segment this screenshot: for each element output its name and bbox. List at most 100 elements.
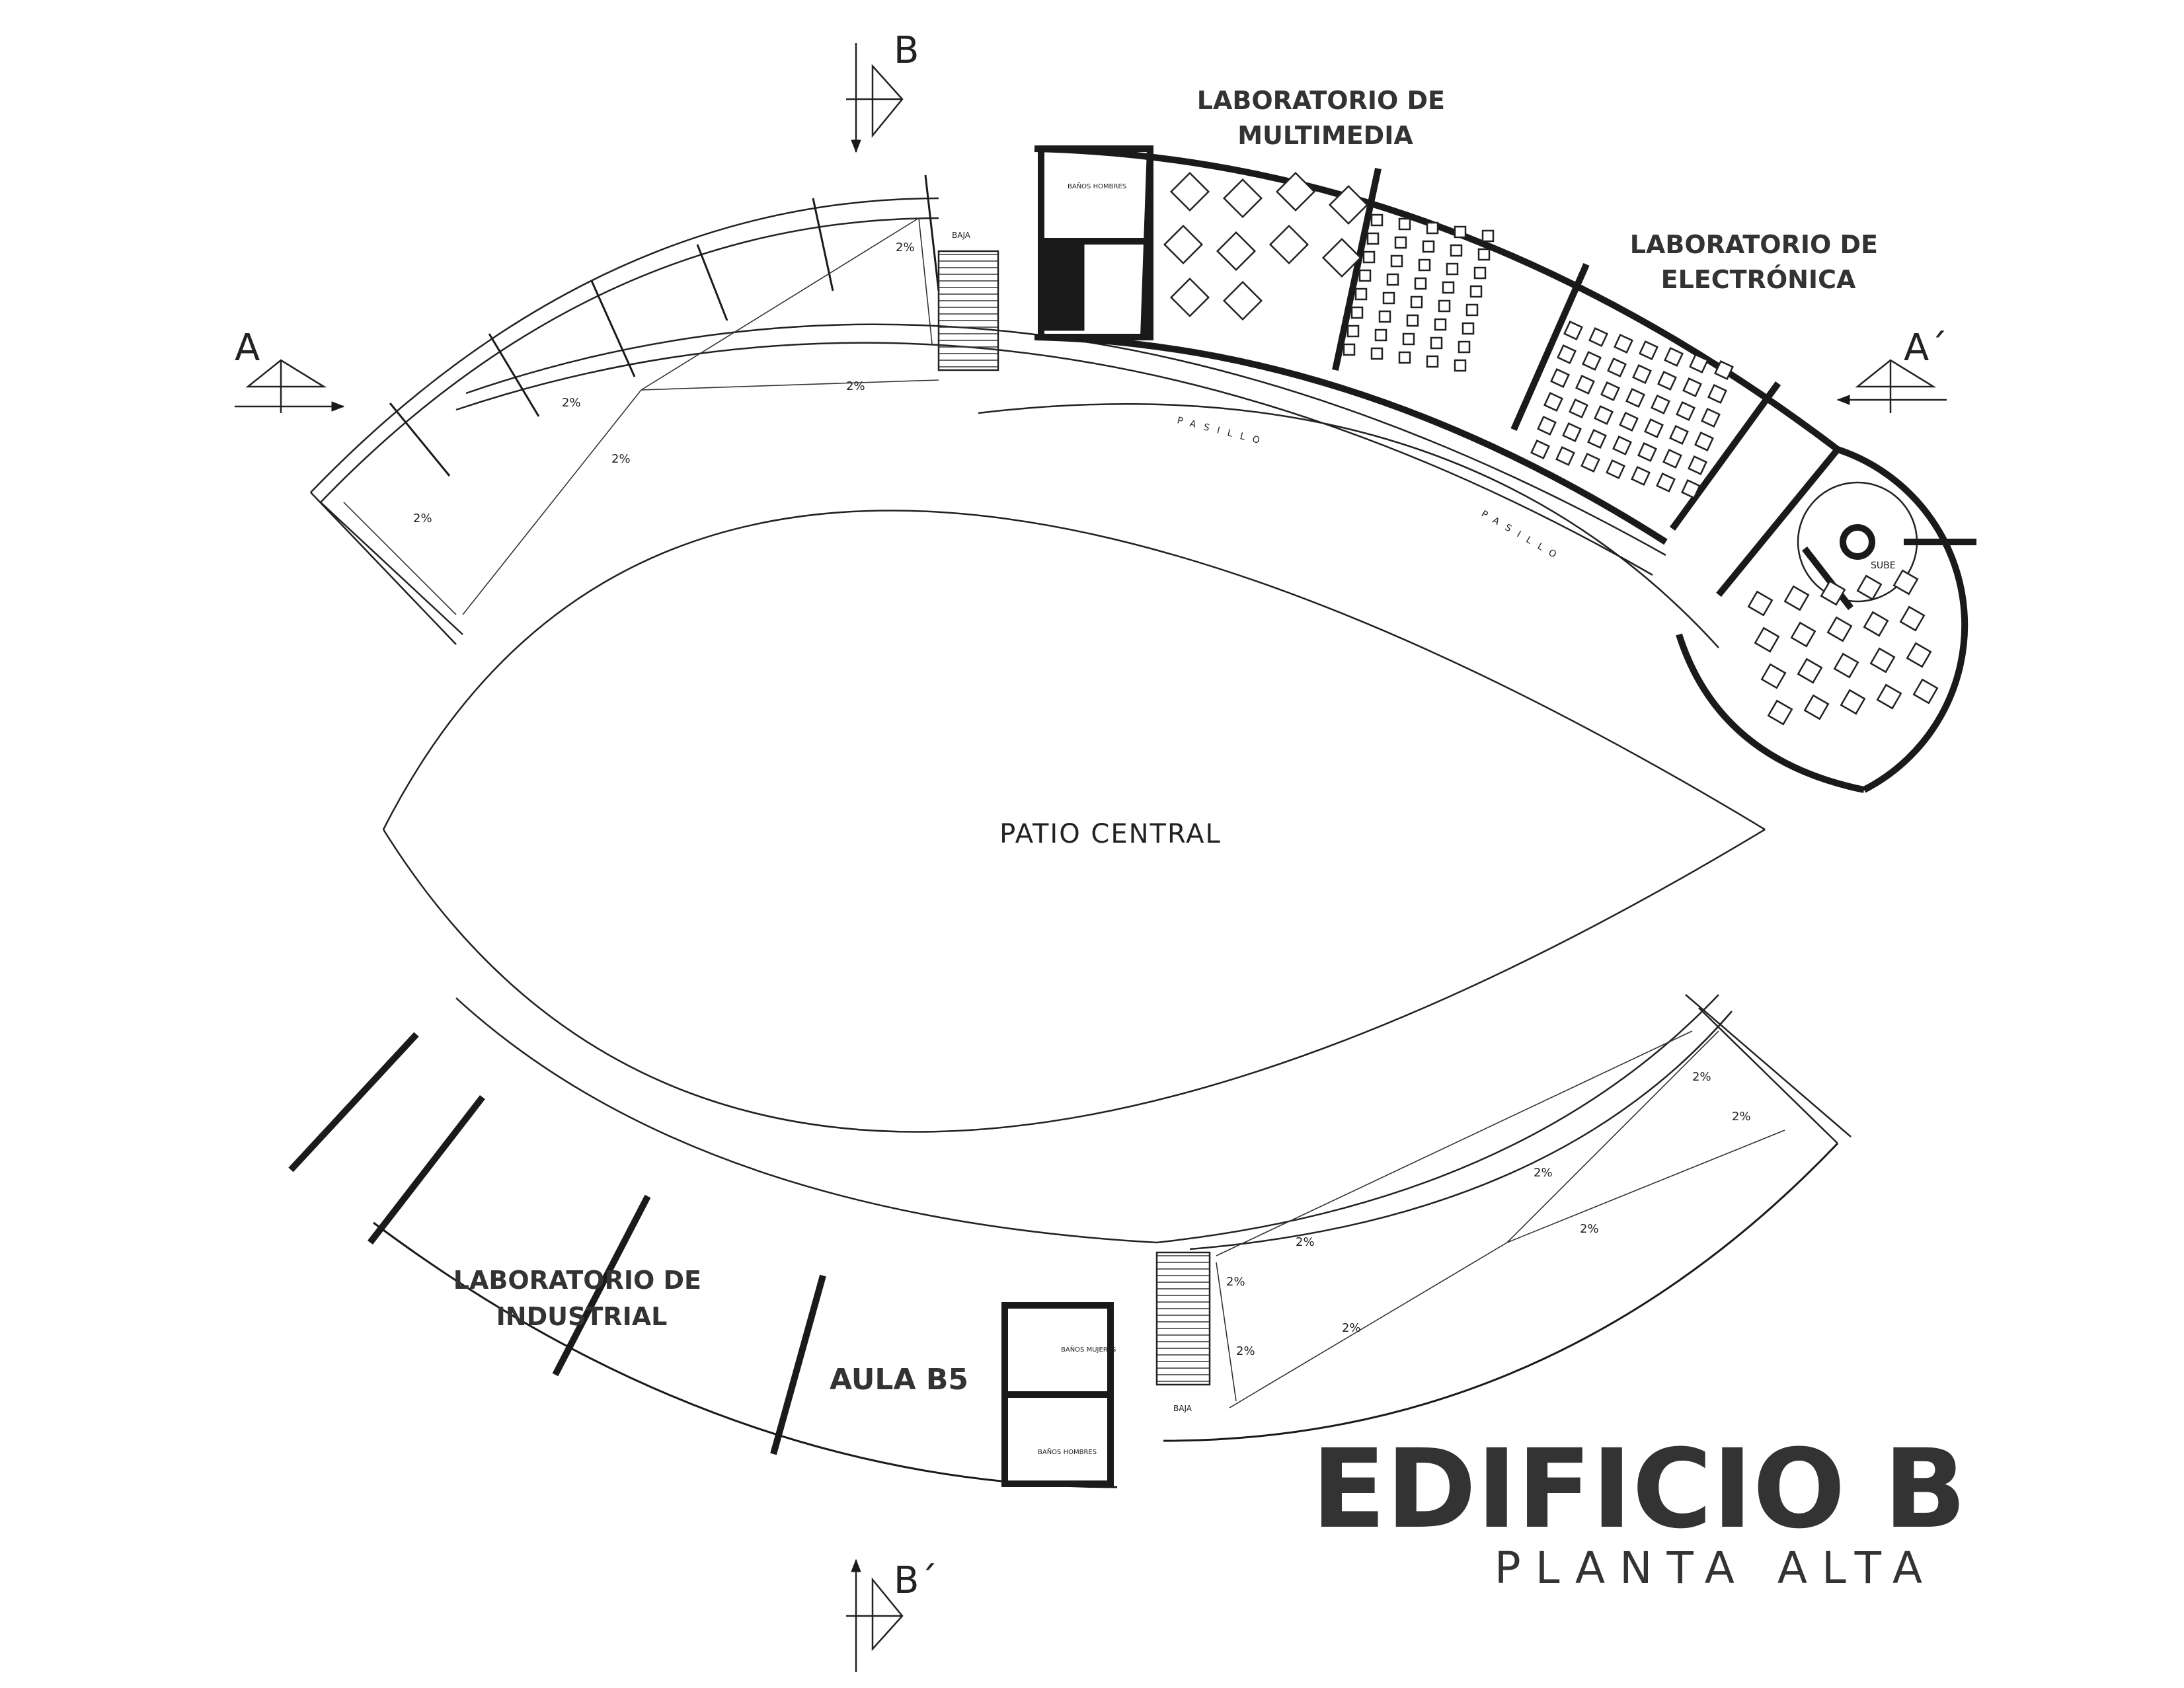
desk [1714, 360, 1734, 380]
desk [1662, 449, 1682, 469]
slope-lines-south [1216, 1030, 1785, 1408]
desk [1569, 399, 1588, 418]
slope-label: 2% [413, 512, 432, 525]
slope-label: 2% [1580, 1222, 1599, 1236]
round-table [1268, 224, 1309, 265]
round-classroom-desks [1747, 569, 1939, 726]
stairs-label: BAJA [1173, 1404, 1192, 1413]
room-label-multimedia: LABORATORIO DE MULTIMEDIA [1197, 86, 1454, 150]
desk [1760, 663, 1787, 689]
stairs-south: BAJA [1155, 1251, 1211, 1413]
desk [1354, 288, 1368, 301]
section-marker-a-prime: A´ [1836, 326, 1947, 413]
desk [1833, 652, 1859, 679]
stairs-label: BAJA [952, 231, 971, 240]
desk [1422, 240, 1435, 253]
desk [1631, 466, 1651, 486]
desk [1783, 585, 1810, 611]
desk [1370, 213, 1384, 227]
desk [1450, 244, 1463, 257]
desk [1370, 347, 1384, 360]
section-letter: B´ [894, 1559, 937, 1602]
desk [1906, 642, 1932, 668]
desk [1350, 306, 1364, 319]
desk [1826, 616, 1853, 642]
pasillo-label: PASILLO [1479, 509, 1565, 564]
patio-label: PATIO CENTRAL [999, 819, 1222, 849]
room-label-line: LABORATORIO DE [1197, 86, 1445, 115]
desk [1606, 459, 1625, 479]
desk [1550, 368, 1570, 388]
desk [1651, 395, 1670, 414]
slope-label: 2% [1236, 1344, 1255, 1358]
desk [1346, 325, 1360, 338]
round-table [1321, 237, 1362, 278]
multimedia-tables [1163, 171, 1369, 321]
desk [1543, 392, 1563, 412]
stairs-north: BAJA [937, 231, 999, 371]
stairs-up-label: SUBE [1871, 560, 1896, 571]
south-wing: BAÑOS MUJERES BAÑOS HOMBRES BAJA 2% 2% 2… [288, 994, 1852, 1488]
desk [1465, 303, 1479, 317]
desk [1588, 327, 1608, 347]
round-table [1222, 280, 1263, 321]
desk [1863, 611, 1889, 637]
desk [1406, 314, 1419, 327]
desk [1607, 358, 1627, 377]
desk [1682, 377, 1702, 397]
desk [1563, 321, 1583, 340]
desk [1767, 699, 1793, 726]
desk [1434, 318, 1447, 331]
section-letter: A [235, 326, 260, 369]
slope-label: 2% [896, 241, 915, 254]
desk [1689, 354, 1709, 373]
desk [1402, 332, 1415, 346]
desk [1410, 295, 1423, 309]
slope-label: 2% [611, 452, 631, 466]
room-label-line: ELECTRÓNICA [1661, 265, 1856, 294]
desk [1688, 455, 1707, 475]
desk [1438, 299, 1451, 313]
desk [1426, 355, 1439, 368]
drawing-title: EDIFICIO B [1311, 1426, 1967, 1553]
desk [1530, 440, 1550, 459]
desk [1454, 225, 1467, 239]
restroom-label: BAÑOS HOMBRES [1038, 1447, 1097, 1456]
room-label-line: MULTIMEDIA [1237, 121, 1413, 150]
desk [1555, 446, 1575, 466]
desk [1790, 621, 1816, 648]
desk [1912, 678, 1939, 705]
desk [1374, 328, 1387, 342]
desk [1366, 232, 1380, 245]
restroom-label: BAÑOS MUJERES [1061, 1345, 1116, 1354]
slope-label: 2% [1692, 1070, 1711, 1084]
drawing-subtitle: PLANTA ALTA [1495, 1543, 1937, 1593]
desk [1462, 322, 1475, 335]
room-label-aula-b5: AULA B5 [830, 1363, 968, 1397]
desk [1676, 401, 1696, 421]
slope-label: 2% [1342, 1321, 1361, 1335]
slope-label: 2% [1226, 1275, 1245, 1289]
restroom-south: BAÑOS MUJERES BAÑOS HOMBRES [1001, 1302, 1116, 1487]
section-marker-b: B [846, 29, 919, 153]
desk [1840, 689, 1866, 715]
slope-lines-north [343, 217, 939, 615]
desk [1869, 647, 1896, 673]
room-label-line: INDUSTRIAL [496, 1302, 668, 1331]
desk [1614, 334, 1633, 354]
round-table [1169, 277, 1210, 318]
desk [1876, 683, 1902, 710]
section-letter: A´ [1904, 326, 1947, 369]
desk [1625, 388, 1645, 408]
slope-label: 2% [846, 379, 865, 393]
computer-desks [1343, 213, 1495, 372]
desk [1899, 605, 1926, 632]
desk [1557, 344, 1577, 364]
room-label-electronica: LABORATORIO DE ELECTRÓNICA [1630, 230, 1887, 294]
desk [1639, 340, 1658, 360]
desk [1398, 217, 1411, 231]
terrace-slats [389, 174, 940, 477]
pasillo-label: PASILLO [1176, 415, 1268, 447]
desk [1803, 694, 1830, 720]
desk [1414, 277, 1427, 290]
